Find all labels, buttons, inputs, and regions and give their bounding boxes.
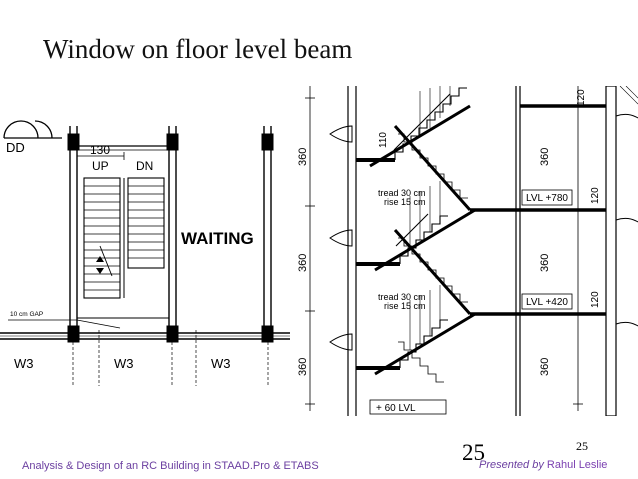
section-dim-top: 120 [576, 89, 587, 106]
window-label-1: W3 [14, 356, 34, 371]
level-label-3: + 60 LVL [376, 403, 416, 414]
section-dim-left-1: 360 [297, 148, 309, 166]
floor-plan [0, 120, 290, 386]
section-dim-right-1: 360 [539, 148, 551, 166]
footer-course-title: Analysis & Design of an RC Building in S… [22, 460, 319, 472]
room-label: WAITING [181, 229, 254, 248]
up-label: UP [92, 159, 109, 173]
section-dim-right-2: 360 [539, 254, 551, 272]
section-dim-right-3: 360 [539, 358, 551, 376]
slide-number-small: 25 [576, 439, 588, 453]
section-dim-small: 110 [378, 132, 389, 148]
down-label: DN [136, 159, 153, 173]
footer-presenter: Presented by Rahul Leslie [479, 459, 607, 471]
rise-label-2: rise 15 cm [384, 301, 426, 311]
stair-section [305, 86, 638, 416]
presenter-prefix: Presented by [479, 459, 544, 471]
gap-label: 10 cm GAP [10, 311, 43, 318]
slide-number: 25 [462, 440, 485, 465]
section-dim-left-3: 360 [297, 358, 309, 376]
tread-label-2: tread 30 cm [378, 292, 426, 302]
section-dim-mid-1: 120 [590, 187, 601, 204]
rise-label-1: rise 15 cm [384, 197, 426, 207]
architectural-drawing: DD 130 UP DN WAITING 10 cm GAP W3 W3 W3 [0, 86, 638, 416]
presenter-name: Rahul Leslie [546, 459, 608, 471]
window-label-2: W3 [114, 356, 134, 371]
plan-dimension: 130 [90, 143, 110, 157]
window-label-3: W3 [211, 356, 231, 371]
slide-title: Window on floor level beam [43, 34, 353, 64]
door-label: DD [6, 140, 25, 155]
level-label-1: LVL +780 [526, 193, 568, 204]
level-label-2: LVL +420 [526, 297, 568, 308]
tread-label-1: tread 30 cm [378, 188, 426, 198]
section-dim-mid-2: 120 [590, 291, 601, 308]
section-dim-left-2: 360 [297, 254, 309, 272]
